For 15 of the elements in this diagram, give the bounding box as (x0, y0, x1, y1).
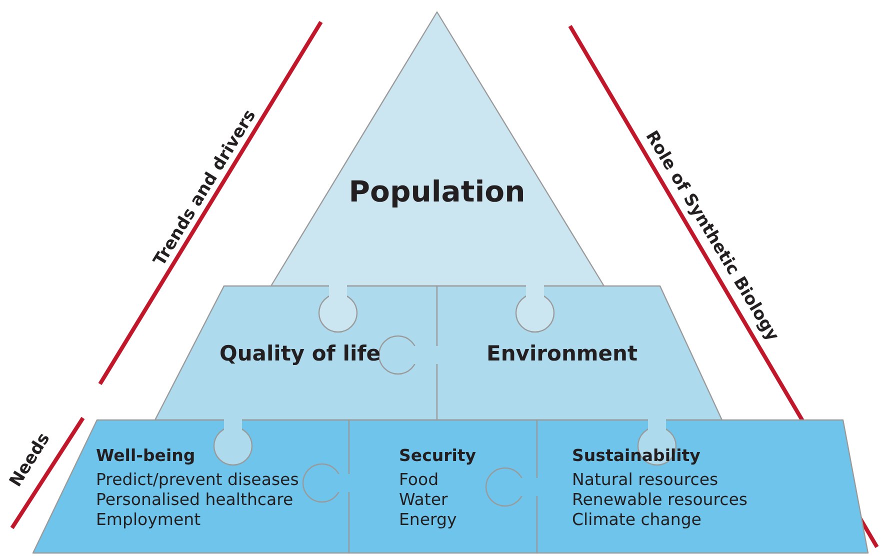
list-item: Food (399, 472, 439, 488)
list-item: Renewable resources (572, 492, 748, 508)
list-item: Predict/prevent diseases (96, 472, 299, 488)
tier-title: Environment (486, 344, 638, 364)
piece-heading: Security (399, 448, 476, 464)
list-item: Water (399, 492, 448, 508)
tier-title: Quality of life (219, 344, 381, 364)
list-item: Employment (96, 512, 201, 528)
apex-title: Population (348, 178, 526, 206)
piece-heading: Well-being (96, 448, 196, 464)
list-item: Climate change (572, 512, 702, 528)
piece-heading: Sustainability (572, 448, 700, 464)
list-item: Natural resources (572, 472, 718, 488)
list-item: Energy (399, 512, 457, 528)
list-item: Personalised healthcare (96, 492, 294, 508)
